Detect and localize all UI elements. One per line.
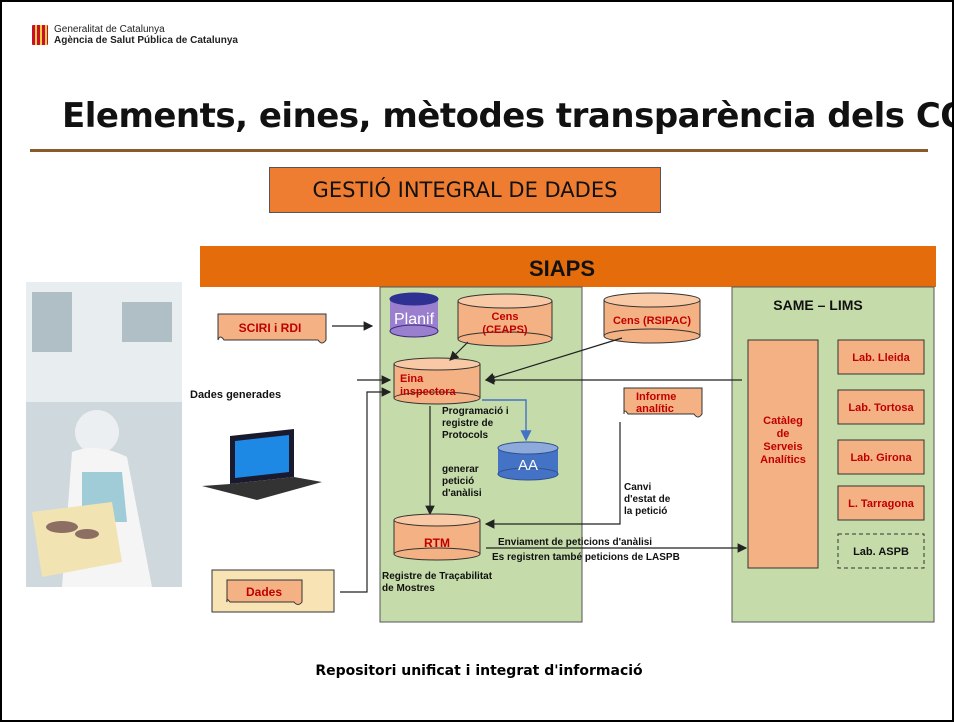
lab-tarragona: L. Tarragona	[837, 485, 925, 521]
dades-box: Dades	[211, 569, 335, 613]
slide-title: Elements, eines, mètodes transparència d…	[62, 96, 954, 136]
svg-text:Serveis: Serveis	[763, 441, 802, 453]
aa-cylinder: AA	[497, 441, 559, 481]
svg-text:d'anàlisi: d'anàlisi	[442, 488, 482, 499]
svg-text:de Mostres: de Mostres	[382, 583, 435, 594]
lab-tortosa: Lab. Tortosa	[837, 389, 925, 425]
sciri-rdi-box: SCIRI i RDI	[217, 313, 327, 344]
svg-text:d'estat de: d'estat de	[624, 494, 671, 505]
eina-inspectora-cylinder: Eina inspectora	[393, 357, 481, 405]
svg-text:Planif: Planif	[394, 311, 435, 328]
cens-rsipac-cylinder: Cens (RSIPAC)	[603, 292, 701, 344]
registre-label: Registre de Traçabilitat	[382, 571, 493, 582]
svg-text:Lab. Tortosa: Lab. Tortosa	[848, 402, 914, 414]
subtitle-box: GESTIÓ INTEGRAL DE DADES	[269, 167, 661, 213]
lab-girona: Lab. Girona	[837, 439, 925, 475]
svg-text:L. Tarragona: L. Tarragona	[848, 498, 915, 510]
svg-text:inspectora: inspectora	[400, 386, 457, 398]
svg-text:Dades: Dades	[246, 585, 282, 599]
svg-text:Protocols: Protocols	[442, 430, 489, 441]
svg-text:Lab. Girona: Lab. Girona	[850, 452, 912, 464]
planif-cylinder: Planif	[389, 292, 439, 338]
org-name-line2: Agència de Salut Pública de Catalunya	[54, 35, 238, 46]
lab-lleida: Lab. Lleida	[837, 339, 925, 375]
svg-text:Informe: Informe	[636, 391, 676, 403]
siaps-label: SIAPS	[529, 256, 595, 281]
svg-text:AA: AA	[518, 457, 538, 474]
svg-text:Lab. ASPB: Lab. ASPB	[853, 546, 909, 558]
svg-text:la petició: la petició	[624, 506, 667, 517]
siaps-banner	[200, 246, 936, 287]
lab-worker-photo	[26, 282, 182, 587]
svg-text:SCIRI i RDI: SCIRI i RDI	[239, 321, 302, 335]
title-divider	[30, 149, 928, 152]
cens-ceaps-cylinder: Cens (CEAPS)	[457, 293, 553, 347]
canvi-estat-label: Canvi	[624, 482, 651, 493]
laptop-icon	[202, 429, 322, 500]
svg-text:Eina: Eina	[400, 373, 424, 385]
catalan-flag-icon	[32, 25, 48, 45]
svg-text:Cens: Cens	[492, 311, 519, 323]
organization-logo: Generalitat de Catalunya Agència de Salu…	[32, 24, 238, 46]
programacio-label: Programació i	[442, 406, 509, 417]
cataleg-box	[747, 339, 819, 569]
svg-text:Cens (RSIPAC): Cens (RSIPAC)	[613, 315, 691, 327]
lab-aspb: Lab. ASPB	[837, 533, 925, 569]
svg-text:(CEAPS): (CEAPS)	[482, 324, 528, 336]
svg-text:de: de	[777, 428, 790, 440]
footer-caption: Repositori unificat i integrat d'informa…	[315, 663, 643, 679]
informe-analitic-box: Informe analític	[623, 387, 703, 418]
svg-text:Analítics: Analítics	[760, 454, 806, 466]
same-lims-label: SAME – LIMS	[773, 297, 862, 313]
svg-text:petició: petició	[442, 476, 474, 487]
svg-text:Lab. Lleida: Lab. Lleida	[852, 352, 910, 364]
svg-text:registre de: registre de	[442, 418, 494, 429]
org-name-line1: Generalitat de Catalunya	[54, 24, 165, 35]
svg-text:analític: analític	[636, 403, 674, 415]
enviament-label: Enviament de peticions d'anàlisi	[498, 537, 652, 548]
es-registren-label: Es registren també peticions de LASPB	[492, 552, 680, 563]
svg-text:Catàleg: Catàleg	[763, 415, 803, 427]
generar-peticio-label: generar	[442, 464, 479, 475]
svg-text:RTM: RTM	[424, 536, 450, 550]
dades-generades-label: Dades generades	[190, 389, 281, 401]
rtm-cylinder: RTM	[393, 513, 481, 561]
